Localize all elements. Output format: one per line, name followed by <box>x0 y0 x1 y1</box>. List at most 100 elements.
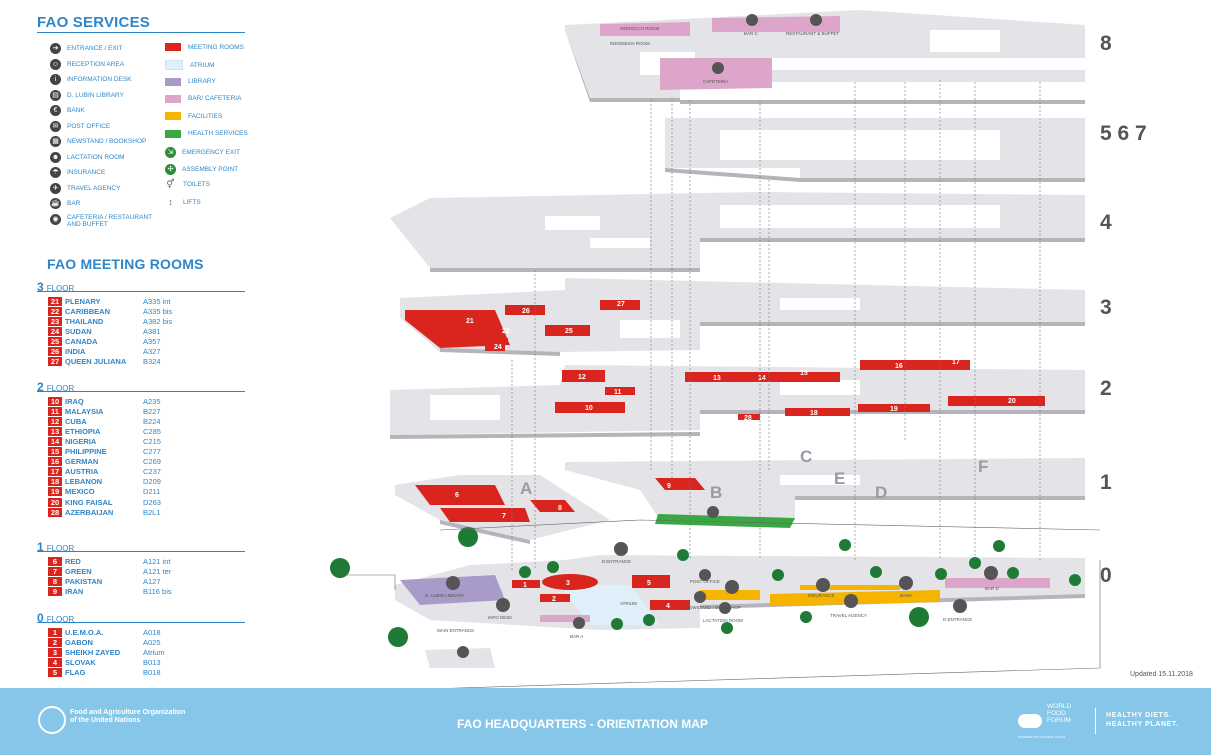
legend-label: LIBRARY <box>188 78 216 86</box>
room-code: A121 int <box>143 556 171 566</box>
room-code: A327 <box>143 347 161 356</box>
cup-icon: ☕ <box>50 198 61 209</box>
bar-c-label: BAR C <box>744 31 759 36</box>
room-name: AUSTRIA <box>65 467 99 477</box>
svg-text:14: 14 <box>758 375 766 382</box>
newspaper-icon: ▦ <box>50 136 61 147</box>
legend-facilities: FACILITIES <box>165 112 222 121</box>
room-name: SLOVAK <box>65 657 96 667</box>
legend-label: EMERGENCY EXIT <box>182 148 241 156</box>
service-label: LACTATION ROOM <box>67 153 125 161</box>
room-number-badge: 27 <box>48 357 62 367</box>
plane-icon: ✈ <box>50 182 61 194</box>
book-icon: ▤ <box>50 89 61 101</box>
room-name: NIGERIA <box>65 436 97 446</box>
room-code: D211 <box>143 487 161 497</box>
svg-text:16: 16 <box>895 363 903 370</box>
room-name: CUBA <box>65 416 87 426</box>
floor-word: FLOOR <box>46 544 75 553</box>
svg-text:15: 15 <box>800 370 808 377</box>
bar-d-label: BAR D <box>985 586 1000 591</box>
room-number-badge: 16 <box>48 457 62 467</box>
service-baby: ☻LACTATION ROOM <box>50 151 125 163</box>
room-code: B013 <box>143 657 161 667</box>
svg-text:28: 28 <box>744 415 752 422</box>
service-label: TRAVEL AGENCY <box>67 184 121 192</box>
service-umbrella: ☂INSURANCE <box>50 167 105 178</box>
svg-text:24: 24 <box>494 344 502 351</box>
floor-rule <box>37 622 245 623</box>
travel-agency-label: TRAVEL AGENCY <box>830 613 867 618</box>
svg-text:21: 21 <box>466 318 474 325</box>
room-name: ETHIOPIA <box>65 426 101 436</box>
room-code: B2L1 <box>143 507 161 517</box>
svg-text:25: 25 <box>565 328 573 335</box>
room-number-badge: 22 <box>48 306 62 316</box>
legend-label: ASSEMBLY POINT <box>182 166 239 174</box>
room-number-badge: 28 <box>48 507 62 517</box>
room-code: B116 bis <box>143 586 172 596</box>
atrium-label: ATRIUM <box>620 601 637 606</box>
room-number-badge: 23 <box>48 316 62 326</box>
legend-label: BAR/ CAFETERIA <box>188 95 242 103</box>
room-number-badge: 12 <box>48 416 62 426</box>
legend-label: HEALTH SERVICES <box>188 130 248 137</box>
main-entrance-label: MAIN ENTRANCE <box>437 628 474 633</box>
service-label: INSURANCE <box>67 169 106 176</box>
legend-swatch <box>165 129 181 138</box>
building-c-label: C <box>800 447 812 466</box>
svg-text:13: 13 <box>713 375 721 382</box>
service-label: INFORMATION DESK <box>67 76 132 83</box>
floor-word: FLOOR <box>46 384 75 393</box>
room-number-badge: 13 <box>48 426 62 436</box>
euro-icon: € <box>50 105 61 116</box>
lift-lines <box>511 80 1041 570</box>
room-number-badge: 24 <box>48 326 62 336</box>
room-number-badge: 8 <box>48 576 62 586</box>
room-code: A235 <box>143 396 161 406</box>
room-number-badge: 14 <box>48 436 62 446</box>
emergency-exit-icon: ⇲ <box>165 146 176 158</box>
building-a-label: A <box>520 479 532 498</box>
service-label: BANK <box>67 107 85 114</box>
room-name: THAILAND <box>65 316 104 326</box>
fao-logo-icon <box>38 706 66 734</box>
legend-swatch <box>165 60 183 71</box>
floor-rule <box>37 291 245 292</box>
svg-text:11: 11 <box>614 389 622 396</box>
room-number-badge: 10 <box>48 396 62 406</box>
updated-date: Updated 15.11.2018 <box>1130 671 1193 678</box>
svg-text:10: 10 <box>585 405 593 412</box>
service-mail: ✉POST OFFICE <box>50 120 110 132</box>
legend-lift: ↕LIFTS <box>165 197 200 206</box>
floor-rule <box>37 551 245 552</box>
floor-label-8: 8 <box>1100 32 1112 55</box>
room-number-badge: 11 <box>48 406 62 416</box>
room-name: QUEEN JULIANA <box>65 357 127 367</box>
services-rule <box>37 32 245 33</box>
footer-divider <box>1095 708 1096 734</box>
legend-label: TOILETS <box>183 181 210 189</box>
room-name: AZERBAIJAN <box>65 507 114 517</box>
floor-0: 12 34 5 D. LUBIN LIBRARY INFO DESK MAIN … <box>330 527 1085 668</box>
room-code: B018 <box>143 667 161 677</box>
morocco-room-label: MOROCCO ROOM <box>620 26 659 31</box>
room-code: A127 <box>143 576 161 586</box>
meeting-rooms-title: FAO MEETING ROOMS <box>47 256 204 272</box>
